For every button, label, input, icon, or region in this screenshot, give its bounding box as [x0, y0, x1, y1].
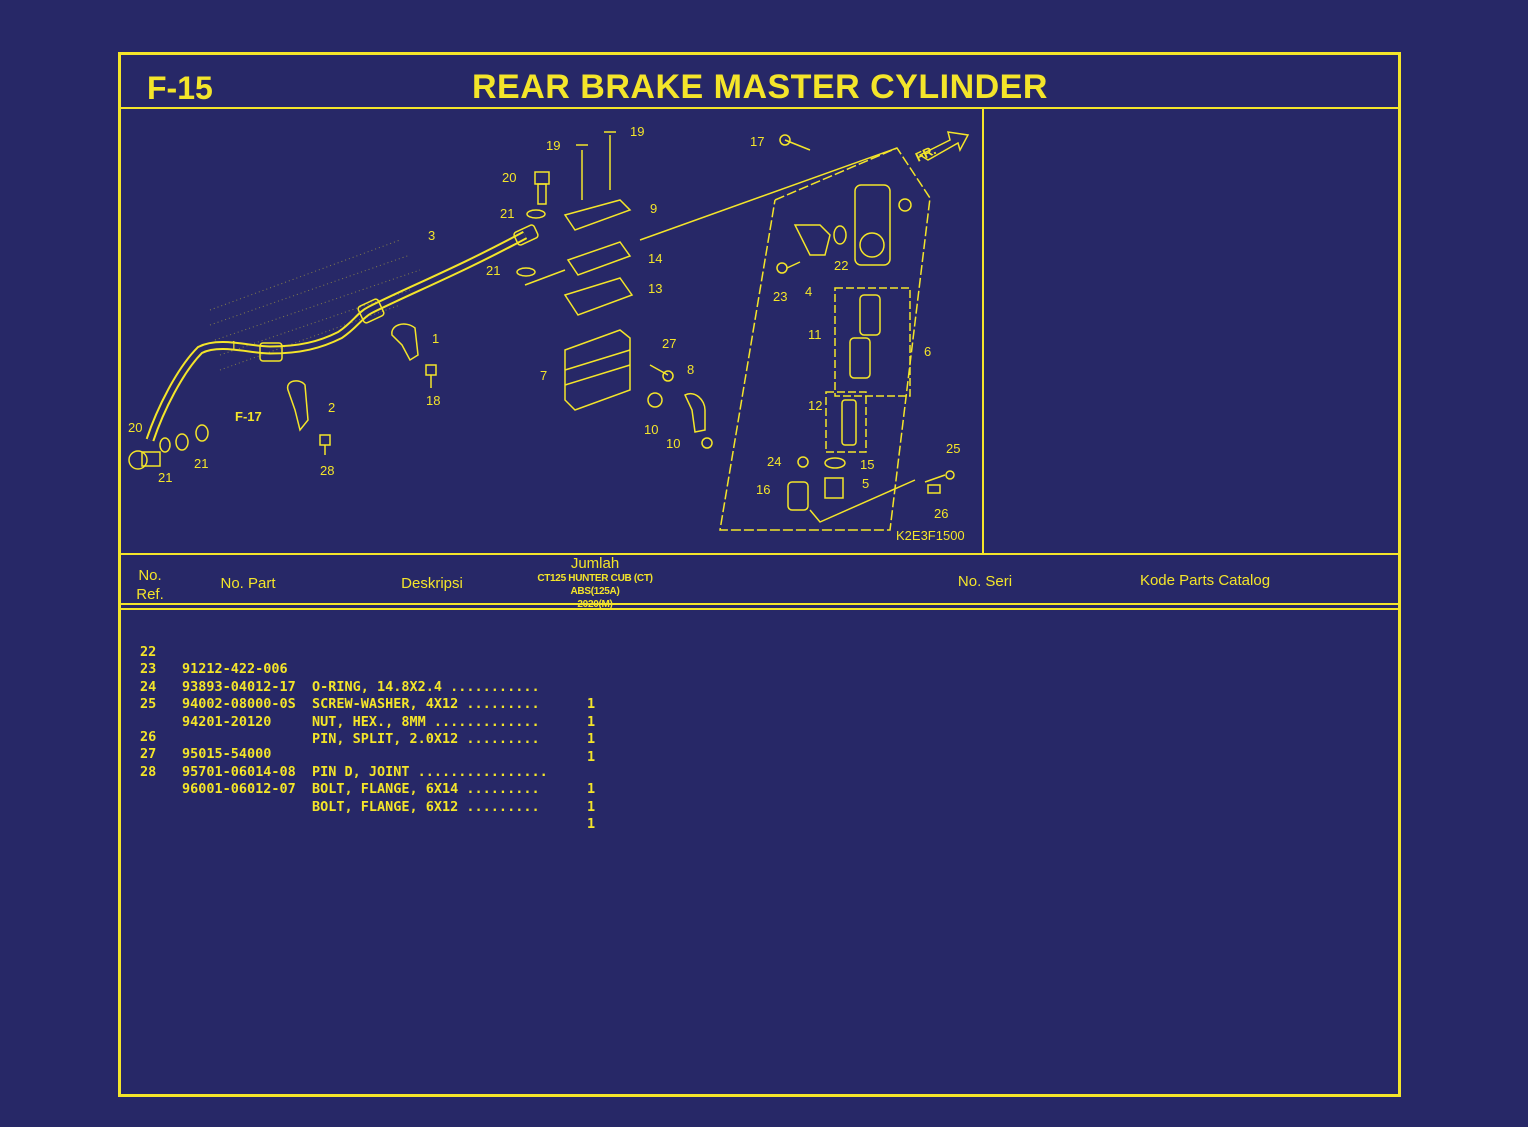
callout-21b: 21	[486, 263, 500, 278]
callout-17: 17	[750, 134, 764, 149]
callout-21d: 21	[194, 456, 208, 471]
header-bottom-line-2	[120, 608, 1400, 610]
part-description: BOLT, FLANGE, 6X12 .........	[312, 798, 540, 815]
ref-no: 22	[140, 643, 157, 660]
part-qty: 1	[587, 798, 596, 815]
part-qty: 1	[587, 781, 596, 797]
header-bottom-line	[120, 603, 1400, 605]
header-jumlah: Jumlah	[570, 555, 620, 572]
header-kode-parts-catalog: Kode Parts Catalog	[1139, 572, 1271, 589]
ref-no: 23	[140, 661, 157, 677]
image-code: K2E3F1500	[896, 528, 965, 543]
header-no-part: No. Part	[220, 575, 276, 592]
table-row: 26 95015-54000 PIN D, JOINT ............…	[140, 711, 595, 798]
callout-7: 7	[540, 368, 547, 383]
header-deskripsi: Deskripsi	[401, 575, 463, 592]
ref-no: 28	[140, 763, 157, 780]
callout-20b: 20	[128, 420, 142, 435]
section-code: F-15	[147, 70, 213, 106]
header-no-seri: No. Seri	[957, 573, 1013, 590]
part-description: O-RING, 14.8X2.4 ...........	[312, 678, 540, 695]
callout-19: 19	[546, 138, 560, 153]
callout-11: 11	[808, 327, 822, 342]
diagram-divider	[982, 108, 984, 554]
exploded-diagram: 1 1 2 3 4 5 6 7 8 9 10 10 11 12 13 14 15…	[128, 124, 970, 543]
callout-12: 12	[808, 398, 822, 413]
table-row: 28 96001-06012-07 BOLT, FLANGE, 6X12 ...…	[140, 746, 595, 833]
page-title: REAR BRAKE MASTER CYLINDER	[472, 68, 1048, 106]
table-row: 22 91212-422-006 O-RING, 14.8X2.4 ......…	[140, 626, 595, 713]
part-no: 91212-422-006	[182, 661, 288, 677]
callout-3: 3	[428, 228, 435, 243]
part-description: PIN, SPLIT, 2.0X12 .........	[312, 731, 540, 747]
direction-label: FR.	[913, 142, 938, 164]
header-no-ref: No. Ref.	[136, 567, 164, 603]
callout-22: 22	[834, 258, 848, 273]
ref-label: F-17	[235, 409, 262, 424]
table-row: 24 94002-08000-0S NUT, HEX., 8MM .......…	[140, 661, 595, 748]
part-no: 93893-04012-17	[182, 678, 296, 695]
callout-14: 14	[648, 251, 662, 266]
part-no: 95015-54000	[182, 746, 272, 762]
callout-28: 28	[320, 463, 334, 478]
table-row: 27 95701-06014-08 BOLT, FLANGE, 6X14 ...…	[140, 729, 595, 815]
callout-23: 23	[773, 289, 787, 304]
callout-16: 16	[756, 482, 770, 497]
callout-26: 26	[934, 506, 948, 521]
ref-no: 24	[140, 678, 157, 695]
callout-9: 9	[650, 201, 657, 216]
callout-10b: 10	[666, 436, 680, 451]
callout-10: 10	[644, 422, 658, 437]
callout-20: 20	[502, 170, 516, 185]
callout-1: 1	[230, 338, 237, 353]
callout-13: 13	[648, 281, 662, 296]
callout-25: 25	[946, 441, 960, 456]
part-no: 94201-20120	[182, 713, 272, 730]
part-no: 96001-06012-07	[182, 781, 296, 797]
catalog-frame	[118, 52, 1401, 1097]
part-description: PIN D, JOINT ................	[312, 763, 548, 780]
callout-27: 27	[662, 336, 676, 351]
part-qty: 1	[587, 748, 596, 765]
header-model: CT125 HUNTER CUB (CT) ABS(125A) 2020(M)	[537, 573, 653, 610]
callout-21: 21	[500, 206, 514, 221]
part-qty: 1	[587, 731, 596, 747]
callout-4: 4	[805, 284, 812, 299]
ref-no: 26	[140, 728, 157, 745]
callout-24: 24	[767, 454, 781, 469]
callout-5: 5	[862, 476, 869, 491]
callout-2: 2	[328, 400, 335, 415]
callout-21c: 21	[158, 470, 172, 485]
part-qty: 1	[587, 713, 596, 730]
part-description: SCREW-WASHER, 4X12 .........	[312, 696, 540, 712]
callout-18: 18	[426, 393, 440, 408]
table-row: 25 94201-20120 PIN, SPLIT, 2.0X12 ......…	[140, 679, 595, 765]
callout-6: 6	[924, 344, 931, 359]
part-qty: 1	[587, 696, 596, 712]
piston-box	[834, 287, 911, 397]
part-no: 94002-08000-0S	[182, 696, 296, 712]
header-top-line	[120, 553, 1400, 555]
callout-1: 1	[432, 331, 439, 346]
part-qty: 1	[587, 816, 596, 832]
parts-list: 22 91212-422-006 O-RING, 14.8X2.4 ......…	[140, 626, 595, 833]
part-no: 95701-06014-08	[182, 763, 296, 780]
callout-15: 15	[860, 457, 874, 472]
callout-19b: 19	[630, 124, 644, 139]
ref-no: 25	[140, 696, 157, 712]
title-divider	[120, 107, 1400, 109]
table-row: 23 93893-04012-17 SCREW-WASHER, 4X12 ...…	[140, 644, 595, 730]
ref-no: 27	[140, 746, 157, 762]
callout-8: 8	[687, 362, 694, 377]
part-description: BOLT, FLANGE, 6X14 .........	[312, 781, 540, 797]
part-description: NUT, HEX., 8MM .............	[312, 713, 540, 730]
